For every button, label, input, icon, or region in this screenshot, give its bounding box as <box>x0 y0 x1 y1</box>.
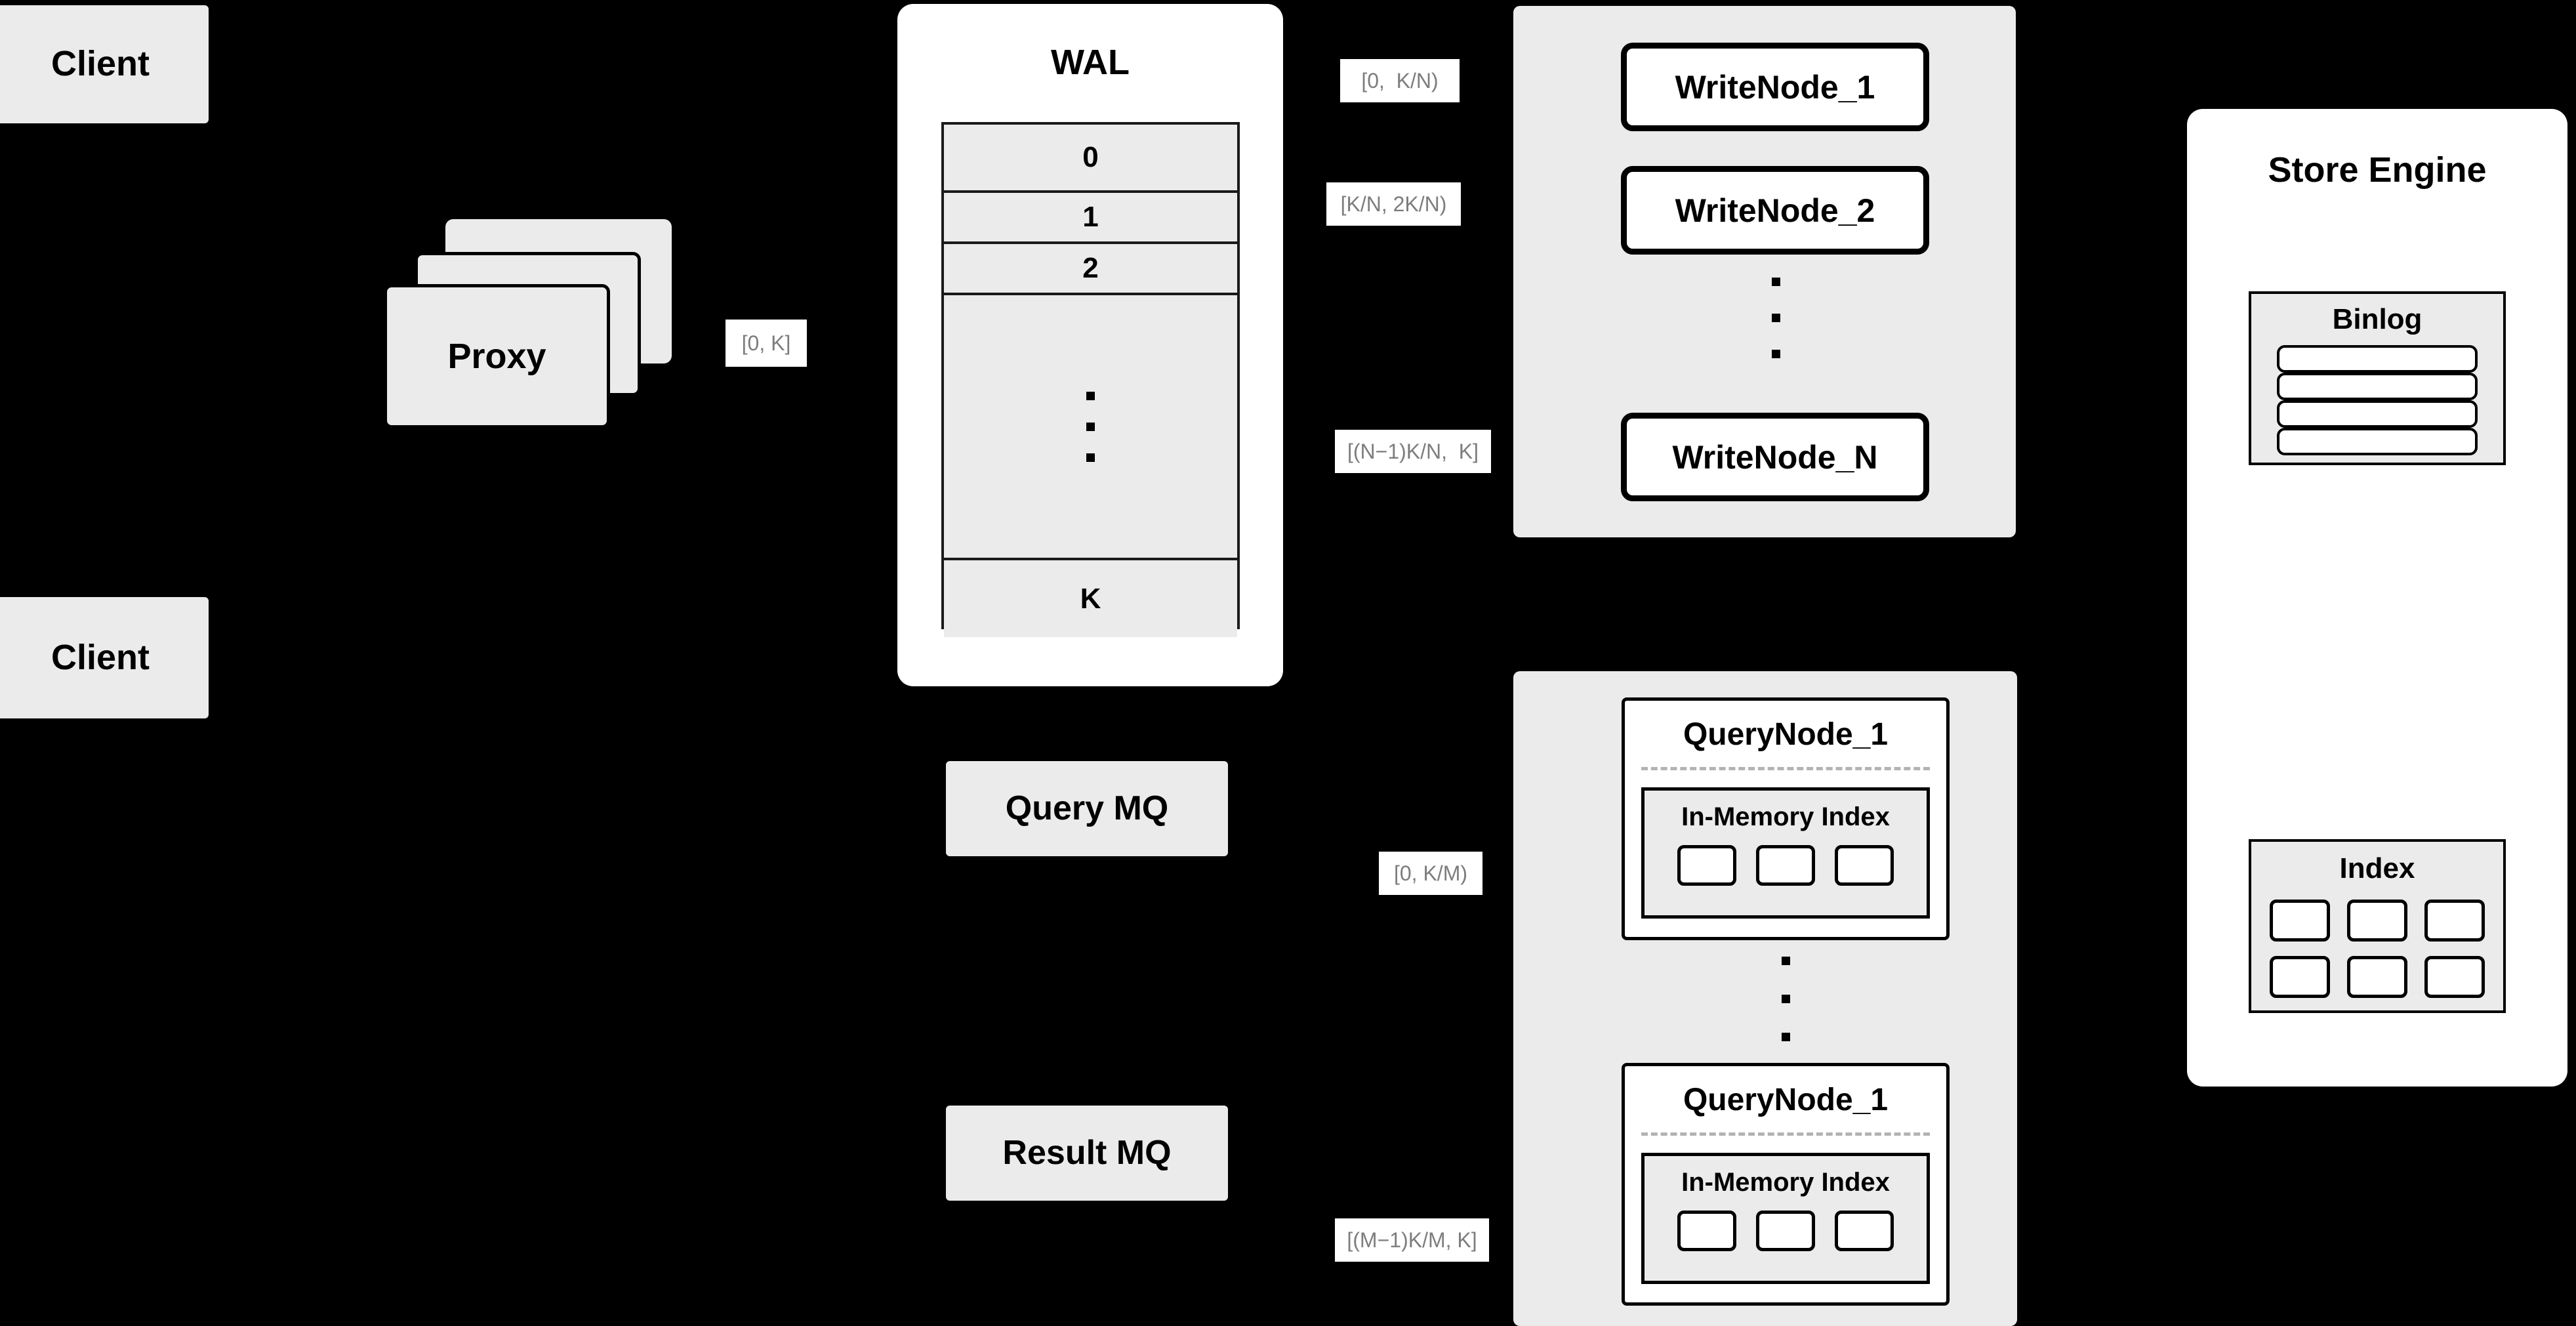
index-cell[interactable] <box>1677 1211 1736 1251</box>
index-cell[interactable] <box>1756 845 1815 886</box>
write-node-n[interactable]: WriteNode_N <box>1621 413 1929 501</box>
write-node-1[interactable]: WriteNode_1 <box>1621 43 1929 131</box>
write-node-2[interactable]: WriteNode_2 <box>1621 166 1929 255</box>
binlog-box: Binlog <box>2249 291 2506 465</box>
index-cell[interactable] <box>2424 956 2485 998</box>
range-label-text: [0, K/N) <box>1361 68 1439 93</box>
wal-title: WAL <box>1051 43 1130 82</box>
in-memory-index-cells <box>1677 845 1894 886</box>
wal-row[interactable]: 1 <box>944 193 1237 244</box>
write-node-label: WriteNode_N <box>1672 438 1878 476</box>
range-label-querynode-1: [0, K/M) <box>1379 852 1482 895</box>
in-memory-index-title: In-Memory Index <box>1681 1168 1890 1197</box>
in-memory-index-m: In-Memory Index <box>1641 1153 1930 1284</box>
index-cell[interactable] <box>1677 845 1736 886</box>
binlog-title: Binlog <box>2332 303 2423 335</box>
index-grid <box>2270 900 2485 998</box>
index-cell[interactable] <box>2347 956 2407 998</box>
proxy-node[interactable]: Proxy <box>380 210 689 433</box>
range-label-text: [(N−1)K/N, K] <box>1347 439 1479 463</box>
index-box: Index <box>2249 839 2506 1013</box>
binlog-segment[interactable] <box>2277 345 2478 373</box>
index-cell[interactable] <box>1835 845 1894 886</box>
query-node-title: QueryNode_1 <box>1683 1083 1889 1117</box>
client-node-1[interactable]: Client <box>0 5 209 123</box>
result-mq-label: Result MQ <box>1002 1133 1172 1172</box>
query-node-m[interactable]: QueryNode_1 In-Memory Index <box>1622 1063 1950 1306</box>
proxy-card-front[interactable]: Proxy <box>384 284 610 428</box>
write-node-label: WriteNode_2 <box>1675 192 1875 229</box>
range-label-writenode-1: [0, K/N) <box>1340 59 1460 102</box>
query-mq-node[interactable]: Query MQ <box>946 761 1228 856</box>
in-memory-index-1: In-Memory Index <box>1641 787 1930 919</box>
index-cell[interactable] <box>2270 956 2330 998</box>
query-node-ellipsis-icon <box>1779 957 1792 1041</box>
write-node-group-panel: WriteNode_1 WriteNode_2 WriteNode_N <box>1513 6 2016 537</box>
query-node-separator <box>1641 1132 1930 1136</box>
store-engine-panel: Store Engine Binlog Index <box>2187 109 2567 1087</box>
query-node-group-panel: QueryNode_1 In-Memory Index QueryNode_1 … <box>1513 671 2017 1326</box>
binlog-segments <box>2277 345 2478 455</box>
store-engine-title: Store Engine <box>2268 150 2487 190</box>
write-node-label: WriteNode_1 <box>1675 68 1875 106</box>
result-mq-node[interactable]: Result MQ <box>946 1106 1228 1201</box>
wal-row-label: 2 <box>1082 252 1099 284</box>
range-label-querynode-m: [(M−1)K/M, K] <box>1335 1218 1489 1262</box>
wal-row[interactable]: 2 <box>944 244 1237 295</box>
client-node-2[interactable]: Client <box>0 597 209 718</box>
client-label: Client <box>51 637 150 677</box>
index-cell[interactable] <box>2270 900 2330 942</box>
range-label-text: [K/N, 2K/N) <box>1340 192 1447 216</box>
in-memory-index-cells <box>1677 1211 1894 1251</box>
index-title: Index <box>2339 852 2415 884</box>
client-label: Client <box>51 44 150 84</box>
index-cell[interactable] <box>1756 1211 1815 1251</box>
in-memory-index-title: In-Memory Index <box>1681 802 1890 831</box>
query-node-title: QueryNode_1 <box>1683 717 1889 752</box>
range-label-writenode-n: [(N−1)K/N, K] <box>1335 430 1491 473</box>
index-cell[interactable] <box>2347 900 2407 942</box>
binlog-segment[interactable] <box>2277 428 2478 455</box>
proxy-label: Proxy <box>447 337 546 376</box>
wal-row-label: 1 <box>1082 201 1099 233</box>
index-row <box>2270 956 2485 998</box>
range-label-text: [0, K] <box>741 331 791 355</box>
vertical-ellipsis-icon <box>1086 391 1095 462</box>
index-row <box>2270 900 2485 942</box>
index-cell[interactable] <box>1835 1211 1894 1251</box>
wal-panel: WAL 0 1 2 K <box>897 4 1283 686</box>
wal-row[interactable]: 0 <box>944 125 1237 193</box>
wal-row[interactable]: K <box>944 560 1237 637</box>
range-label-writenode-2: [K/N, 2K/N) <box>1326 182 1461 226</box>
wal-row-label: 0 <box>1082 141 1099 173</box>
range-label-proxy-out: [0, K] <box>726 320 807 367</box>
wal-row-label: K <box>1080 582 1101 615</box>
binlog-segment[interactable] <box>2277 373 2478 400</box>
range-label-text: [(M−1)K/M, K] <box>1347 1228 1477 1252</box>
query-node-1[interactable]: QueryNode_1 In-Memory Index <box>1622 697 1950 940</box>
query-node-separator <box>1641 767 1930 770</box>
write-node-ellipsis-icon <box>1769 278 1782 358</box>
range-label-text: [0, K/M) <box>1393 861 1467 885</box>
binlog-segment[interactable] <box>2277 400 2478 428</box>
wal-row-ellipsis <box>944 295 1237 560</box>
query-mq-label: Query MQ <box>1005 789 1169 827</box>
index-cell[interactable] <box>2424 900 2485 942</box>
wal-table: 0 1 2 K <box>941 122 1240 637</box>
